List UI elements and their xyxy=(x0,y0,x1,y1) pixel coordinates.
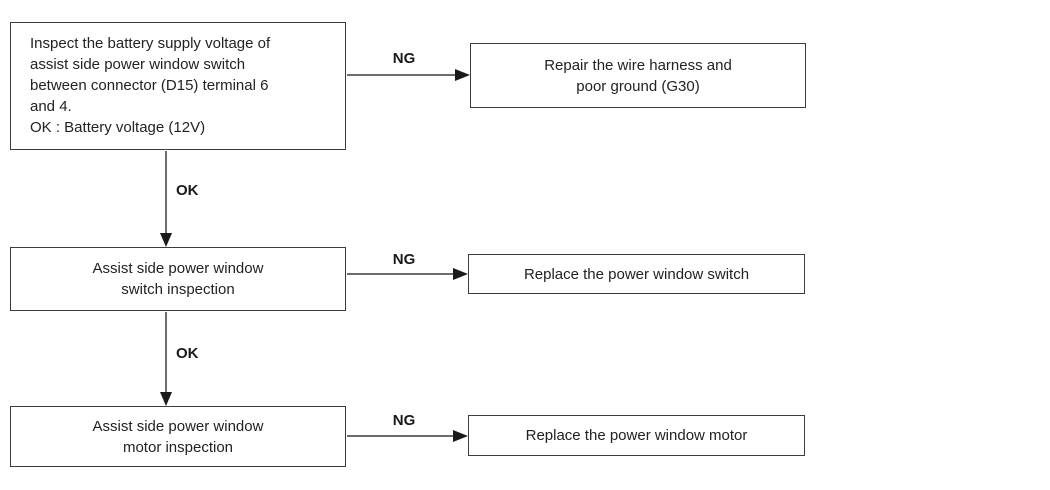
ok-label-1: OK xyxy=(176,182,199,199)
ng-label-1: NG xyxy=(392,50,416,67)
ng-arrow-1-head xyxy=(455,69,470,81)
step-box-switch-inspection: Assist side power window switch inspecti… xyxy=(10,247,346,311)
result-box-replace-window-switch: Replace the power window switch xyxy=(468,254,805,294)
ng-arrow-2-head xyxy=(453,268,468,280)
ng-label-3: NG xyxy=(392,412,416,429)
ng-arrow-3-head xyxy=(453,430,468,442)
result-box-repair-wire-harness: Repair the wire harness and poor ground … xyxy=(470,43,806,108)
ng-label-2: NG xyxy=(392,251,416,268)
step-box-motor-inspection: Assist side power window motor inspectio… xyxy=(10,406,346,467)
ok-label-2: OK xyxy=(176,345,199,362)
ok-arrow-1-head xyxy=(160,233,172,247)
result-box-replace-window-motor: Replace the power window motor xyxy=(468,415,805,456)
step-box-battery-voltage-inspection: Inspect the battery supply voltage of as… xyxy=(10,22,346,150)
ok-arrow-2-head xyxy=(160,392,172,406)
